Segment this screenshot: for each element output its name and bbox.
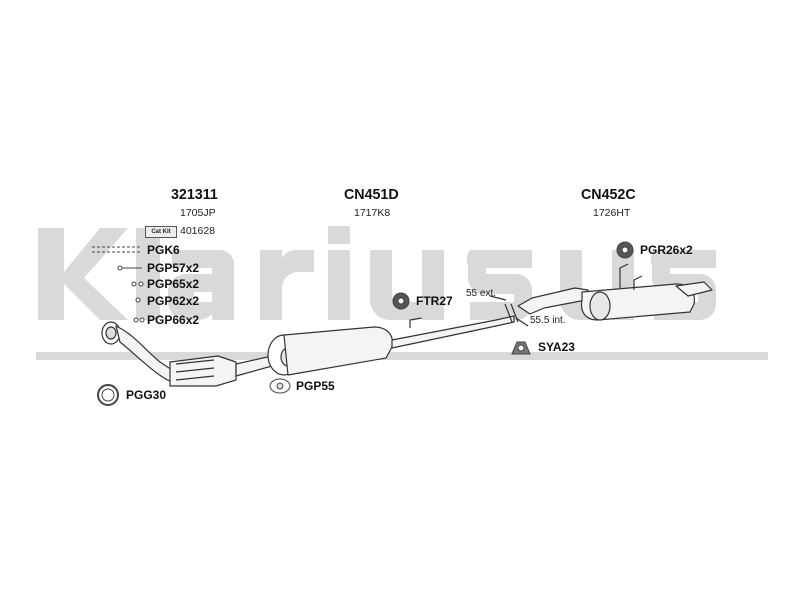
- joint-markers: [489, 295, 529, 327]
- fitting-pgp55-label: PGP55: [296, 379, 335, 393]
- ftr27-rubber-mount-icon: [392, 292, 410, 310]
- front-pipe-catalyst: [101, 321, 273, 387]
- rear-silencer: [517, 263, 713, 321]
- fitting-ftr27-label: FTR27: [416, 294, 453, 308]
- section-2-sub-number: 1717K8: [354, 207, 391, 219]
- dimension-ext: 55 ext.: [466, 288, 497, 299]
- cat-kit-badge: Cat Kit: [145, 226, 177, 238]
- pgp57-icon: [117, 265, 142, 271]
- pgp55-clamp-icon: [269, 378, 291, 394]
- centre-silencer: [267, 315, 515, 376]
- section-1-sub-number: 1705JP: [180, 207, 216, 219]
- cat-kit-number: 401628: [180, 225, 216, 237]
- pgk6-icon: [92, 246, 140, 253]
- sya23-bracket-icon: [511, 341, 531, 355]
- fitting-pgr26-label: PGR26x2: [640, 243, 693, 257]
- pgp65-icon: [131, 281, 144, 287]
- fitting-pgp65-label: PGP65x2: [147, 277, 200, 291]
- section-1-part-number: 321311: [171, 186, 218, 203]
- section-3-sub-number: 1726HT: [593, 207, 631, 219]
- fitting-sya23-label: SYA23: [538, 340, 575, 354]
- fitting-pgk6-label: PGK6: [147, 243, 180, 257]
- fitting-pgp57-label: PGP57x2: [147, 261, 200, 275]
- dimension-int: 55.5 int.: [530, 315, 566, 326]
- pgr26-rubber-mount-icon: [616, 241, 634, 259]
- pgp66-icon: [133, 317, 145, 323]
- section-2-part-number: CN451D: [344, 186, 399, 203]
- fitting-pgg30-label: PGG30: [126, 388, 167, 402]
- pgp62-icon: [135, 297, 141, 303]
- fitting-pgp66-label: PGP66x2: [147, 313, 200, 327]
- pgg30-gasket-icon: [97, 384, 119, 406]
- section-3-part-number: CN452C: [581, 186, 636, 203]
- fitting-pgp62-label: PGP62x2: [147, 294, 200, 308]
